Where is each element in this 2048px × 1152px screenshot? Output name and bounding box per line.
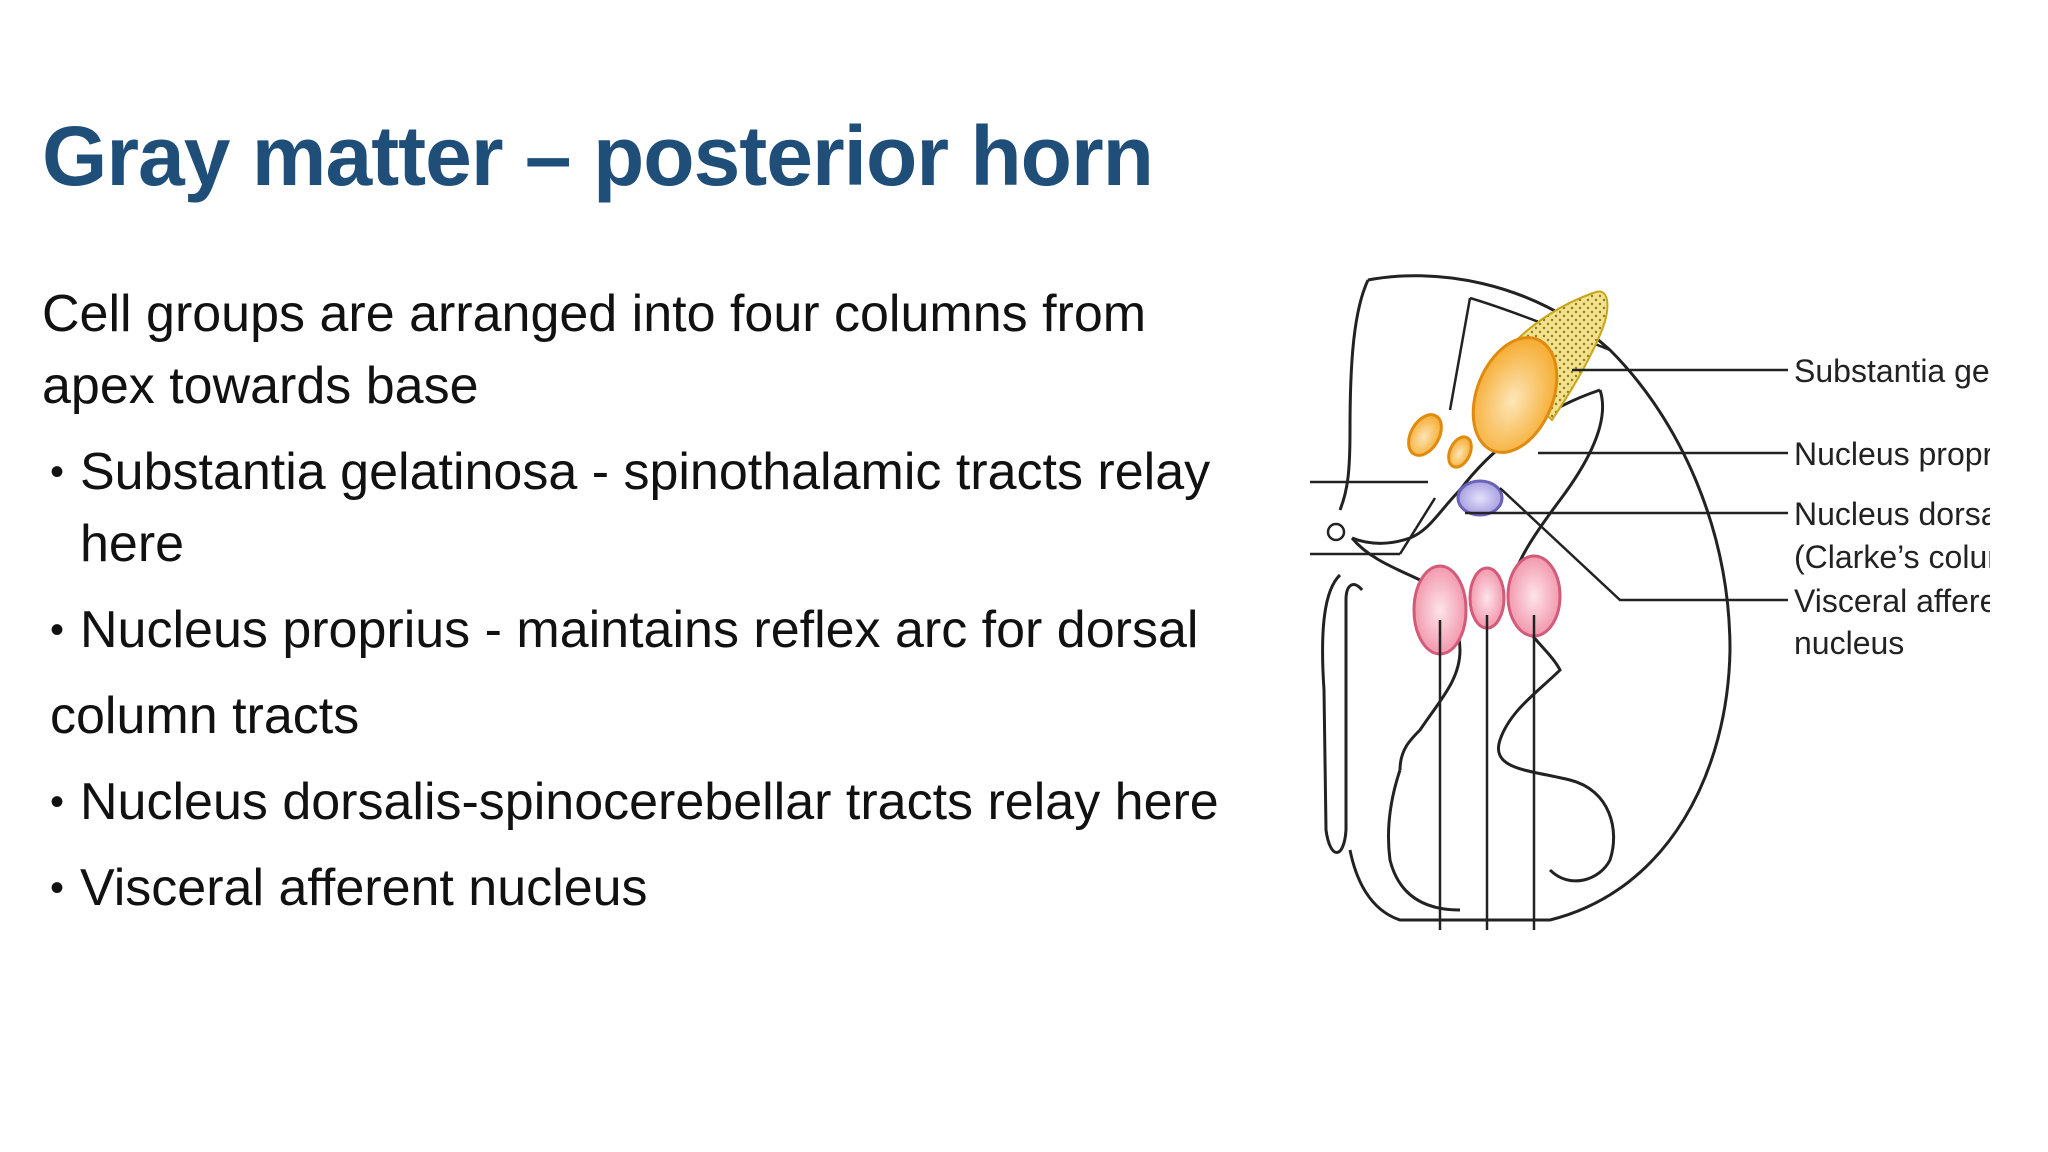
diagram-svg: Substantia gel Nucleus propr Nucleus dor… xyxy=(1310,274,1990,930)
gray-matter-outline xyxy=(1496,389,1616,883)
visceral-afferent-shape xyxy=(1456,479,1504,517)
label-proprius: Nucleus propr xyxy=(1794,436,1990,472)
bullet-marker: • xyxy=(50,450,65,494)
bullet-marker: • xyxy=(50,780,65,824)
bullet-list: • Substantia gelatinosa - spinothalamic … xyxy=(42,436,1272,924)
slide-title: Gray matter – posterior horn xyxy=(42,109,1154,203)
cord-outline xyxy=(1348,274,1732,922)
label-dorsalis-line2: (Clarke’s colur xyxy=(1794,539,1990,575)
bullet-nucleus-proprius: • Nucleus proprius - maintains reflex ar… xyxy=(42,594,1300,666)
label-substantia: Substantia gel xyxy=(1794,353,1990,389)
slide-body: Cell groups are arranged into four colum… xyxy=(42,278,1272,938)
bullet-visceral-afferent: • Visceral afferent nucleus xyxy=(42,852,1272,924)
leader-visceral xyxy=(1499,487,1788,602)
bullet-nucleus-dorsalis: • Nucleus dorsalis-spinocerebellar tract… xyxy=(42,766,1272,838)
bullet-text: Visceral afferent nucleus xyxy=(80,859,648,917)
bullet-text: Nucleus dorsalis-spinocerebellar tracts … xyxy=(80,773,1219,831)
midline-left xyxy=(1338,279,1370,511)
central-canal xyxy=(1326,522,1346,542)
bullet-marker: • xyxy=(50,608,65,652)
bullet-substantia-gelatinosa: • Substantia gelatinosa - spinothalamic … xyxy=(42,436,1272,580)
bullet-continuation: column tracts xyxy=(50,687,360,745)
label-dorsalis-line1: Nucleus dorsa xyxy=(1794,496,1990,532)
nucleus-dorsalis-shape-2 xyxy=(1447,435,1473,469)
posterior-horn-diagram: Substantia gel Nucleus propr Nucleus dor… xyxy=(1310,270,1990,930)
anterior-fissure xyxy=(1321,573,1364,854)
label-visceral-line2: nucleus xyxy=(1794,625,1904,661)
nucleus-proprius-shape xyxy=(1471,336,1559,454)
central-region xyxy=(1350,537,1462,771)
intro-paragraph: Cell groups are arranged into four colum… xyxy=(42,285,1147,415)
anterior-outline xyxy=(1387,769,1461,912)
nucleus-dorsalis-shape-1 xyxy=(1407,413,1443,457)
bullet-marker: • xyxy=(50,866,65,910)
bullet-text: Substantia gelatinosa - spinothalamic tr… xyxy=(80,443,1211,573)
bullet-text: Nucleus proprius - maintains reflex arc … xyxy=(80,601,1199,659)
fibre-line-diag xyxy=(1398,497,1437,555)
label-visceral-line1: Visceral affere xyxy=(1794,583,1990,619)
